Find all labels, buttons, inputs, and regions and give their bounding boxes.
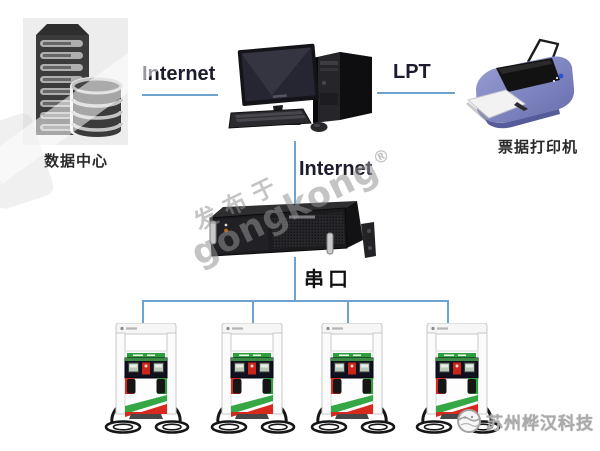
label-lpt: LPT xyxy=(393,61,431,83)
bus-drop-3 xyxy=(347,300,349,326)
label-receipt-printer: 票据打印机 xyxy=(498,139,579,156)
company-logo-text: 苏州桦汉科技 xyxy=(486,413,594,433)
fuel-dispenser-1 xyxy=(104,323,190,434)
connector-pc-printer xyxy=(377,92,455,94)
connector-controller-bus xyxy=(294,257,296,301)
company-logo: 苏州桦汉科技 xyxy=(455,407,594,435)
fuel-dispenser-3 xyxy=(310,323,396,434)
workstation-pc-icon xyxy=(228,43,372,132)
watermark-registered-mark: ® xyxy=(369,144,395,171)
bus-drop-4 xyxy=(447,300,449,326)
bus-drop-2 xyxy=(252,300,254,326)
comm-controller-icon xyxy=(209,201,376,258)
company-logo-icon xyxy=(457,409,481,433)
serial-bus-line xyxy=(142,300,449,302)
label-data-center: 数据中心 xyxy=(44,153,109,170)
label-serial-port: 串口 xyxy=(304,269,352,291)
connector-pc-controller xyxy=(294,141,296,207)
receipt-printer-icon xyxy=(466,38,575,129)
bus-drop-1 xyxy=(142,300,144,326)
fuel-dispenser-2 xyxy=(210,323,296,434)
connector-datacenter-pc xyxy=(142,94,218,96)
label-internet-middle: Internet xyxy=(299,158,373,180)
